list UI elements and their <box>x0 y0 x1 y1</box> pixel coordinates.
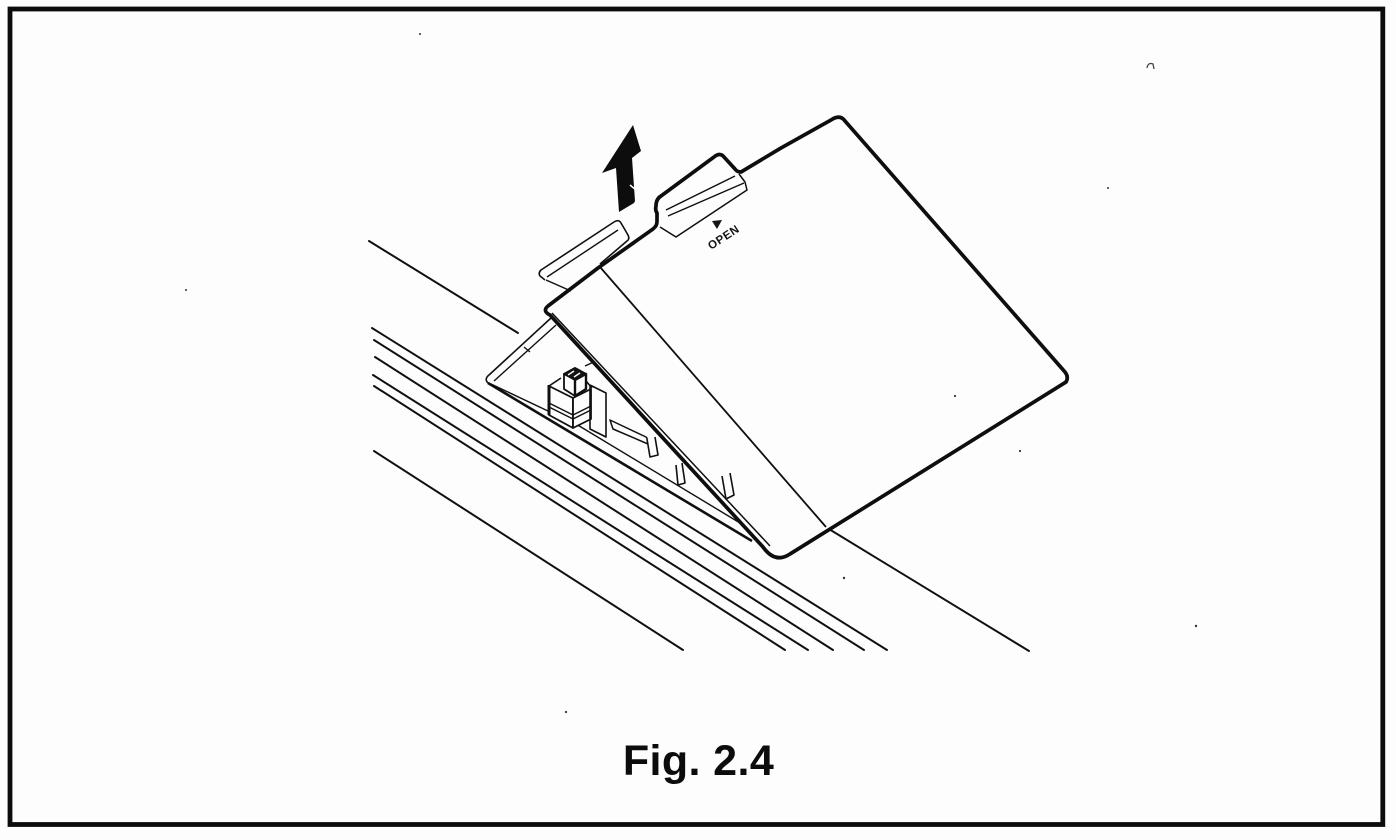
svg-text:Fig. 2.4: Fig. 2.4 <box>623 737 774 785</box>
